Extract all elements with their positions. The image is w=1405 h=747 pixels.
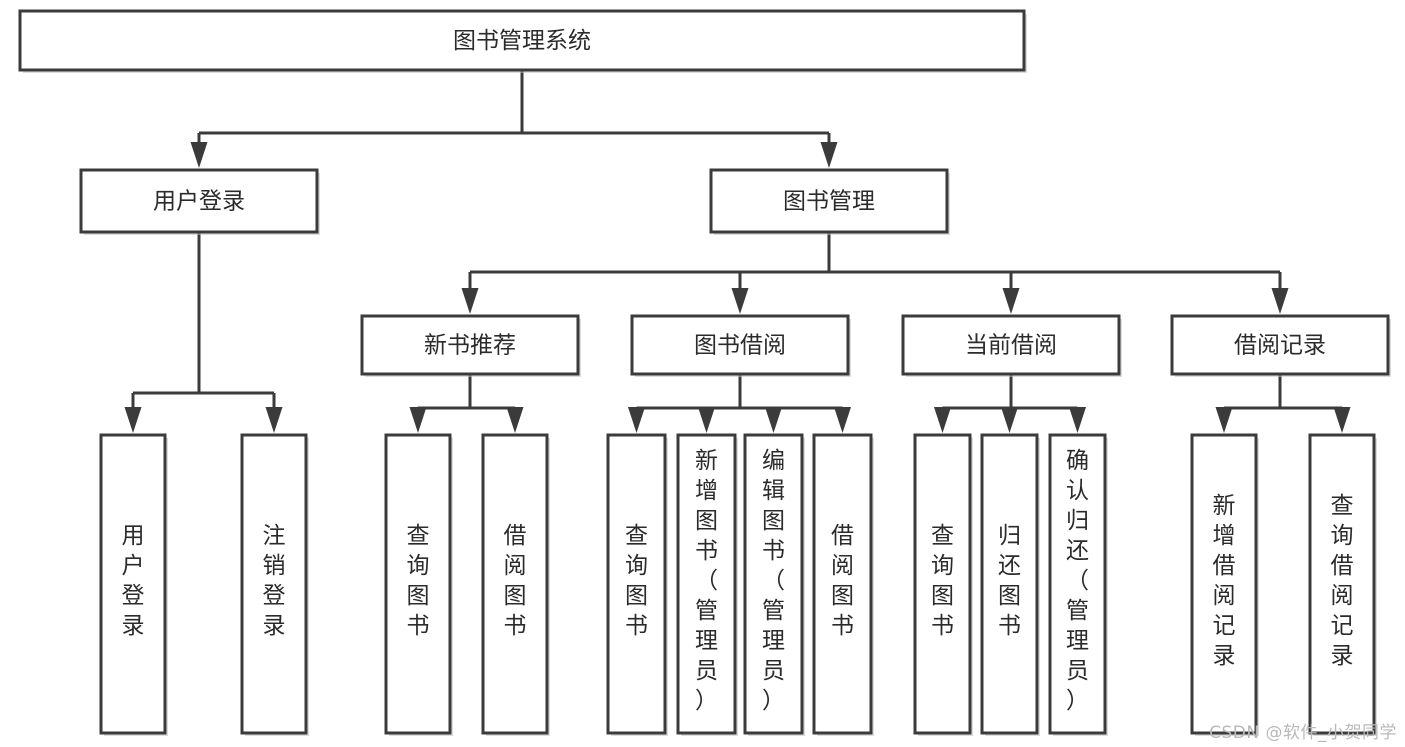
node-box <box>606 433 667 735</box>
node-root[interactable]: 图书管理系统 <box>18 9 1027 73</box>
node-label: 查询图书 <box>407 523 430 639</box>
edge-group-l2_user_login <box>124 232 283 433</box>
node-label: 借阅图书 <box>504 523 527 639</box>
node-label: 用户登录 <box>153 189 245 215</box>
node-leaf-r-query[interactable]: 查询借阅记录 <box>1308 433 1377 736</box>
node-l3-new-book[interactable]: 新书推荐 <box>360 314 581 377</box>
node-box <box>1190 433 1258 735</box>
node-label: 注销登录 <box>263 523 286 639</box>
node-label: 图书借阅 <box>694 333 786 359</box>
edge-group-l3_new_book <box>409 374 524 433</box>
node-box <box>481 433 549 735</box>
node-label: 新增借阅记录 <box>1213 493 1236 669</box>
node-label: 当前借阅 <box>965 333 1057 359</box>
node-leaf-b-borrow[interactable]: 借阅图书 <box>812 433 874 736</box>
node-label: 借阅记录 <box>1234 333 1326 359</box>
node-box <box>630 314 850 376</box>
node-box <box>980 433 1039 735</box>
node-box <box>1170 314 1390 376</box>
node-box <box>99 433 167 735</box>
node-leaf-b-add[interactable]: 新增图书（管理员） <box>676 433 738 736</box>
node-box <box>240 433 308 735</box>
watermark-label: CSDN @软件_小贺同学 <box>1209 723 1397 743</box>
node-label: 查询图书 <box>931 523 954 639</box>
node-label: 用户登录 <box>122 523 145 639</box>
node-label: 确认归还（管理员） <box>1066 448 1089 714</box>
node-box <box>1308 433 1376 735</box>
node-leaf-user-login[interactable]: 用户登录 <box>99 433 168 736</box>
node-box <box>743 433 804 735</box>
node-l3-borrow[interactable]: 图书借阅 <box>630 314 851 377</box>
node-leaf-c-return[interactable]: 归还图书 <box>980 433 1040 736</box>
nodes-layer: 图书管理系统用户登录图书管理新书推荐图书借阅当前借阅借阅记录用户登录注销登录查询… <box>18 9 1391 736</box>
node-l3-record[interactable]: 借阅记录 <box>1170 314 1391 377</box>
node-label: 图书管理 <box>783 189 875 215</box>
node-l2-user-login[interactable]: 用户登录 <box>79 168 320 235</box>
node-box <box>18 9 1026 72</box>
node-box <box>901 314 1121 376</box>
edge-group-l3_borrow <box>628 374 851 433</box>
node-leaf-b-edit[interactable]: 编辑图书（管理员） <box>743 433 805 736</box>
node-box <box>1048 433 1107 735</box>
node-label: 归还图书 <box>998 523 1021 639</box>
node-box <box>384 433 452 735</box>
node-l2-book-manage[interactable]: 图书管理 <box>709 168 950 235</box>
node-leaf-c-query[interactable]: 查询图书 <box>913 433 973 736</box>
node-l3-current[interactable]: 当前借阅 <box>901 314 1122 377</box>
node-label: 图书管理系统 <box>453 28 591 54</box>
node-box <box>812 433 873 735</box>
edge-group-l2_book_manage <box>461 232 1289 314</box>
node-label: 编辑图书（管理员） <box>762 448 785 714</box>
node-box <box>676 433 737 735</box>
node-leaf-r-add[interactable]: 新增借阅记录 <box>1190 433 1259 736</box>
node-box <box>360 314 580 376</box>
edges-layer <box>124 70 1351 433</box>
node-box <box>913 433 972 735</box>
node-leaf-new-borrow[interactable]: 借阅图书 <box>481 433 550 736</box>
edge-group-root <box>190 70 838 168</box>
node-label: 新书推荐 <box>424 333 516 359</box>
node-label: 新增图书（管理员） <box>695 448 718 714</box>
node-label: 借阅图书 <box>831 523 854 639</box>
node-leaf-new-query[interactable]: 查询图书 <box>384 433 453 736</box>
node-box <box>709 168 949 234</box>
node-leaf-user-logout[interactable]: 注销登录 <box>240 433 309 736</box>
node-leaf-b-query[interactable]: 查询图书 <box>606 433 668 736</box>
node-leaf-c-confirm[interactable]: 确认归还（管理员） <box>1048 433 1108 736</box>
node-box <box>79 168 319 234</box>
node-label: 查询图书 <box>625 523 648 639</box>
node-label: 查询借阅记录 <box>1331 493 1354 669</box>
edge-group-l3_current <box>934 374 1086 433</box>
edge-group-l3_record <box>1215 374 1351 433</box>
